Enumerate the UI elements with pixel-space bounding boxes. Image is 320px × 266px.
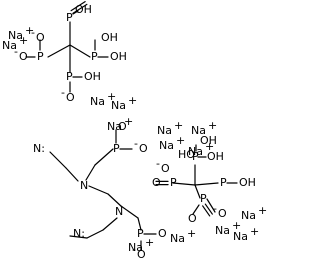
double-bond-line [70,1,86,12]
sodium-ion-label: Na [157,124,172,137]
bond-line [102,217,118,231]
bond-line [192,204,200,215]
bond-line [172,182,196,186]
positive-charge-label: + [19,34,28,47]
sodium-ion-label: Na [128,241,143,254]
oxygen-label: O [137,248,146,261]
negative-charge-label: - [31,26,35,39]
hydroxyl-label: OH [207,150,224,163]
bond-line [69,44,91,58]
positive-charge-label: + [232,219,241,232]
hydroxyl-label: OH [200,134,217,147]
double-bond-line [204,203,213,215]
bond-line [69,235,88,239]
sodium-ion-label: Na [188,145,203,158]
oxygen-label: O [161,162,170,175]
negative-charge-label: - [14,45,18,58]
positive-charge-label: + [107,90,116,103]
oxygen-label: O [66,91,75,104]
positive-charge-label: + [145,236,154,249]
positive-charge-label: + [205,140,214,153]
sodium-ion-label: Na [107,120,122,133]
bond-line [86,229,104,239]
phosphorus-label: P [192,150,199,163]
phosphorus-label: P [91,50,98,63]
bond-line [194,184,201,199]
positive-charge-label: + [208,119,217,132]
negative-charge-label: - [156,157,160,170]
bond-line [137,217,142,231]
positive-charge-label: + [124,115,133,128]
phosphorus-label: P [66,11,73,24]
positive-charge-label: + [128,94,137,107]
hydroxyl-label: OH [84,70,101,83]
hydroxyl-label: OH [110,50,127,63]
negative-charge-label: - [132,243,136,256]
oxygen-label: O [36,31,45,44]
sodium-ion-label: Na [111,99,126,112]
phosphorus-label: P [113,142,120,155]
sodium-ion-label: Na [90,95,105,108]
oxygen-label: O [152,176,161,189]
phosphorus-label: P [170,176,177,189]
sodium-ion-label: Na [159,139,174,152]
oxygen-label: O [158,227,167,240]
bond-line [85,164,96,181]
positive-charge-label: + [25,24,34,37]
oxygen-label: O [218,207,227,220]
negative-charge-label: - [61,86,65,99]
phosphorus-label: P [66,70,73,83]
bond-line [94,148,114,166]
positive-charge-label: + [176,134,185,147]
bond-line [206,198,216,213]
oxygen-label: O [118,120,127,133]
bond-line [88,185,109,195]
hydroxyl-label: HO [178,148,195,161]
bond-line [47,44,71,58]
sodium-ion-label: Na [241,209,256,222]
oxygen-label: O [188,212,197,225]
oxygen-label: O [19,50,28,63]
double-bond-line [72,3,88,14]
negative-charge-label: - [134,137,138,150]
positive-charge-label: + [187,227,196,240]
phosphorus-label: P [200,192,207,205]
positive-charge-label: + [250,225,259,238]
bond-line [72,10,79,15]
bond-line [65,167,79,182]
double-bond-line [202,205,211,217]
bond-line [194,182,219,186]
hydroxyl-label: OH [75,3,92,16]
positive-charge-label: + [258,204,267,217]
negative-charge-label: - [213,202,217,215]
phosphorus-label: P [137,227,144,240]
sodium-ion-label: Na [2,39,17,52]
nitrogen-label: N: [73,227,85,240]
bond-lines [25,1,238,251]
bond-line [120,205,139,219]
sodium-ion-label: Na [170,232,185,245]
hydroxyl-label: OH [239,176,256,189]
sodium-ion-label: Na [233,230,248,243]
sodium-ion-label: Na [191,124,206,137]
oxygen-label: O [139,142,148,155]
hydroxyl-label: OH [101,31,118,44]
nitrogen-label: N [80,179,88,192]
positive-charge-label: + [174,119,183,132]
nitrogen-label: N: [33,142,45,155]
sodium-ion-label: Na [215,224,230,237]
phosphorus-label: P [37,50,44,63]
phosphorus-label: P [220,176,227,189]
sodium-ion-label: Na [8,29,23,42]
bond-line [49,151,67,169]
bond-line [107,193,123,208]
nitrogen-label: N [115,205,123,218]
